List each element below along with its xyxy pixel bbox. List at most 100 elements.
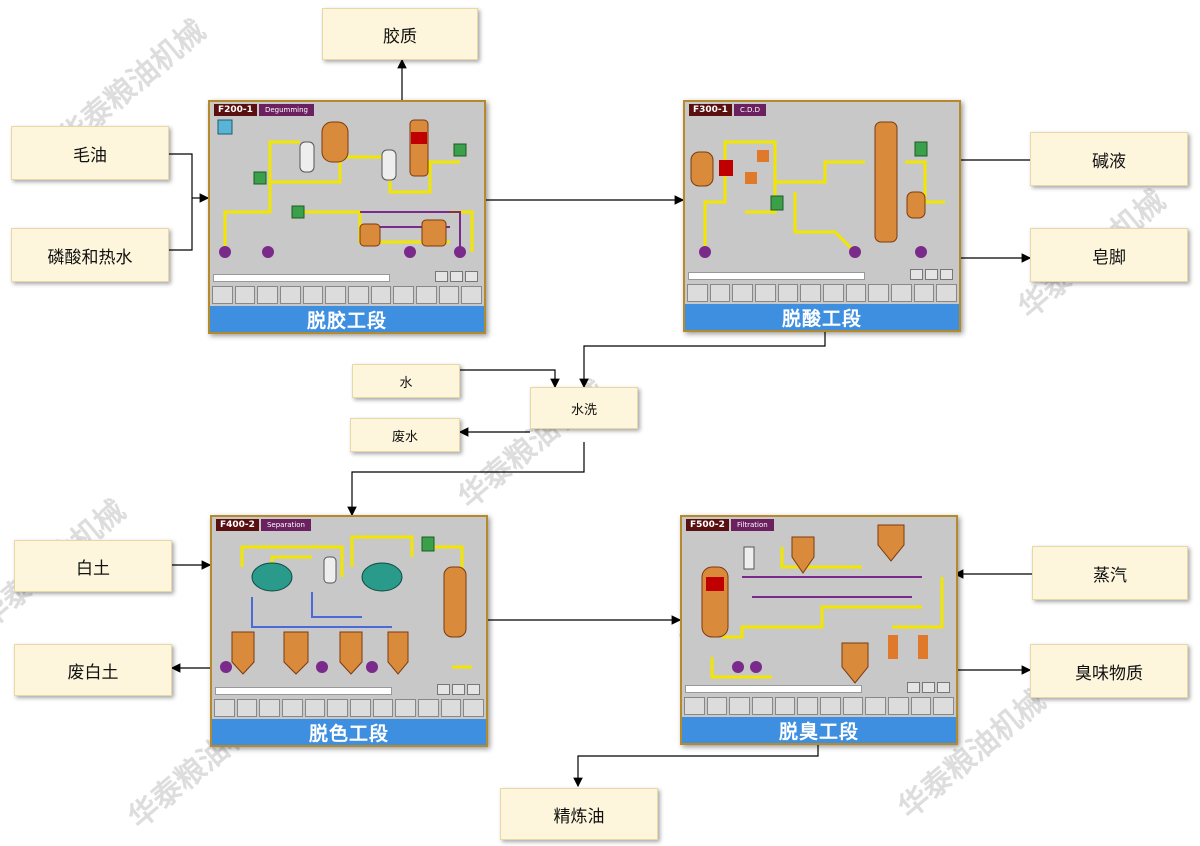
hmi-button[interactable] (845, 284, 867, 302)
horizontal-scrollbar[interactable] (685, 685, 862, 693)
hmi-button[interactable] (936, 284, 958, 302)
pager-button[interactable] (922, 682, 935, 693)
pager-button[interactable] (450, 271, 463, 282)
horizontal-scrollbar[interactable] (213, 274, 390, 282)
panel-code: F400-2 (216, 519, 259, 531)
hmi-button[interactable] (913, 284, 935, 302)
hmi-button[interactable] (933, 697, 955, 715)
hmi-button[interactable] (370, 286, 392, 304)
hmi-button[interactable] (395, 699, 417, 717)
hmi-button-row (687, 284, 958, 302)
hmi-button[interactable] (282, 699, 303, 717)
hmi-button[interactable] (259, 699, 281, 717)
hmi-button[interactable] (325, 286, 347, 304)
degumming-panel: F200-1 Degumming 脱胶工段 (208, 100, 486, 334)
deodorization-panel: F500-2 Filtration 脱臭工段 (680, 515, 958, 745)
hmi-button[interactable] (755, 284, 776, 302)
odor-substances-box: 臭味物质 (1030, 644, 1188, 698)
steam-box: 蒸汽 (1032, 546, 1188, 600)
hmi-button[interactable] (687, 284, 708, 302)
pager-button[interactable] (907, 682, 920, 693)
horizontal-scrollbar[interactable] (688, 272, 865, 280)
hmi-button[interactable] (214, 699, 235, 717)
hmi-button[interactable] (418, 699, 439, 717)
panel-titlebar: F300-1 C.D.D (689, 104, 767, 116)
hmi-button[interactable] (257, 286, 279, 304)
hmi-button[interactable] (729, 697, 751, 715)
hmi-button[interactable] (234, 286, 256, 304)
hmi-button[interactable] (891, 284, 912, 302)
hmi-button[interactable] (304, 699, 326, 717)
pager-button[interactable] (452, 684, 465, 695)
hmi-button[interactable] (236, 699, 258, 717)
hmi-button[interactable] (327, 699, 349, 717)
hmi-button[interactable] (438, 286, 460, 304)
pager-button[interactable] (435, 271, 448, 282)
hmi-button[interactable] (709, 284, 731, 302)
hmi-button[interactable] (888, 697, 909, 715)
hmi-button[interactable] (461, 286, 483, 304)
hmi-button[interactable] (823, 284, 844, 302)
pager (907, 682, 950, 693)
bleaching-panel: F400-2 Separation 脱色工段 (210, 515, 488, 747)
waste-water-label: 废水 (391, 429, 418, 445)
hmi-button[interactable] (732, 284, 754, 302)
hmi-button[interactable] (800, 284, 822, 302)
soapstock-box: 皂脚 (1030, 228, 1188, 282)
hmi-button[interactable] (842, 697, 864, 715)
pager (437, 684, 480, 695)
hmi-button[interactable] (865, 697, 887, 715)
process-schematic (690, 121, 945, 258)
panel-code: F200-1 (214, 104, 257, 116)
hmi-button[interactable] (868, 284, 890, 302)
soapstock-label: 皂脚 (1092, 247, 1126, 268)
hmi-button[interactable] (280, 286, 301, 304)
pager-button[interactable] (940, 269, 953, 280)
lye-label: 碱液 (1092, 151, 1126, 172)
hmi-button[interactable] (752, 697, 773, 715)
hmi-button[interactable] (777, 284, 799, 302)
pager-button[interactable] (910, 269, 923, 280)
pager-button[interactable] (937, 682, 950, 693)
bleaching-earth-label: 白土 (76, 558, 110, 579)
horizontal-scrollbar[interactable] (215, 687, 392, 695)
panel-subtitle: Separation (260, 519, 311, 531)
stage-title: 脱色工段 (212, 719, 486, 745)
spent-earth-box: 废白土 (14, 644, 172, 696)
hmi-button[interactable] (393, 286, 415, 304)
hmi-button[interactable] (416, 286, 437, 304)
panel-subtitle: C.D.D (733, 104, 767, 116)
bleaching-earth-box: 白土 (14, 540, 172, 592)
lye-box: 碱液 (1030, 132, 1188, 186)
stage-title: 脱胶工段 (210, 306, 484, 332)
hmi-button[interactable] (212, 286, 233, 304)
process-schematic (701, 524, 944, 684)
hmi-button[interactable] (372, 699, 394, 717)
hmi-button[interactable] (820, 697, 841, 715)
water-wash-label: 水洗 (570, 402, 597, 418)
colloid-label: 胶质 (383, 26, 417, 47)
hmi-button[interactable] (463, 699, 485, 717)
pager-button[interactable] (467, 684, 480, 695)
hmi-button[interactable] (684, 697, 705, 715)
deacidification-panel: F300-1 C.D.D 脱酸工段 (683, 100, 961, 332)
pager-button[interactable] (925, 269, 938, 280)
hmi-button-row (214, 699, 485, 717)
hmi-button[interactable] (440, 699, 462, 717)
panel-titlebar: F500-2 Filtration (686, 519, 774, 531)
spent-earth-label: 废白土 (67, 662, 119, 683)
hmi-button-row (212, 286, 483, 304)
hmi-button[interactable] (774, 697, 796, 715)
stage-title: 脱臭工段 (682, 717, 956, 743)
water-wash-box: 水洗 (530, 387, 638, 429)
hmi-button[interactable] (797, 697, 819, 715)
colloid-box: 胶质 (322, 8, 478, 60)
hmi-button[interactable] (302, 286, 324, 304)
hmi-button[interactable] (348, 286, 369, 304)
hmi-button[interactable] (910, 697, 932, 715)
pager-button[interactable] (437, 684, 450, 695)
hmi-button[interactable] (350, 699, 371, 717)
pager-button[interactable] (465, 271, 478, 282)
hmi-button[interactable] (706, 697, 728, 715)
